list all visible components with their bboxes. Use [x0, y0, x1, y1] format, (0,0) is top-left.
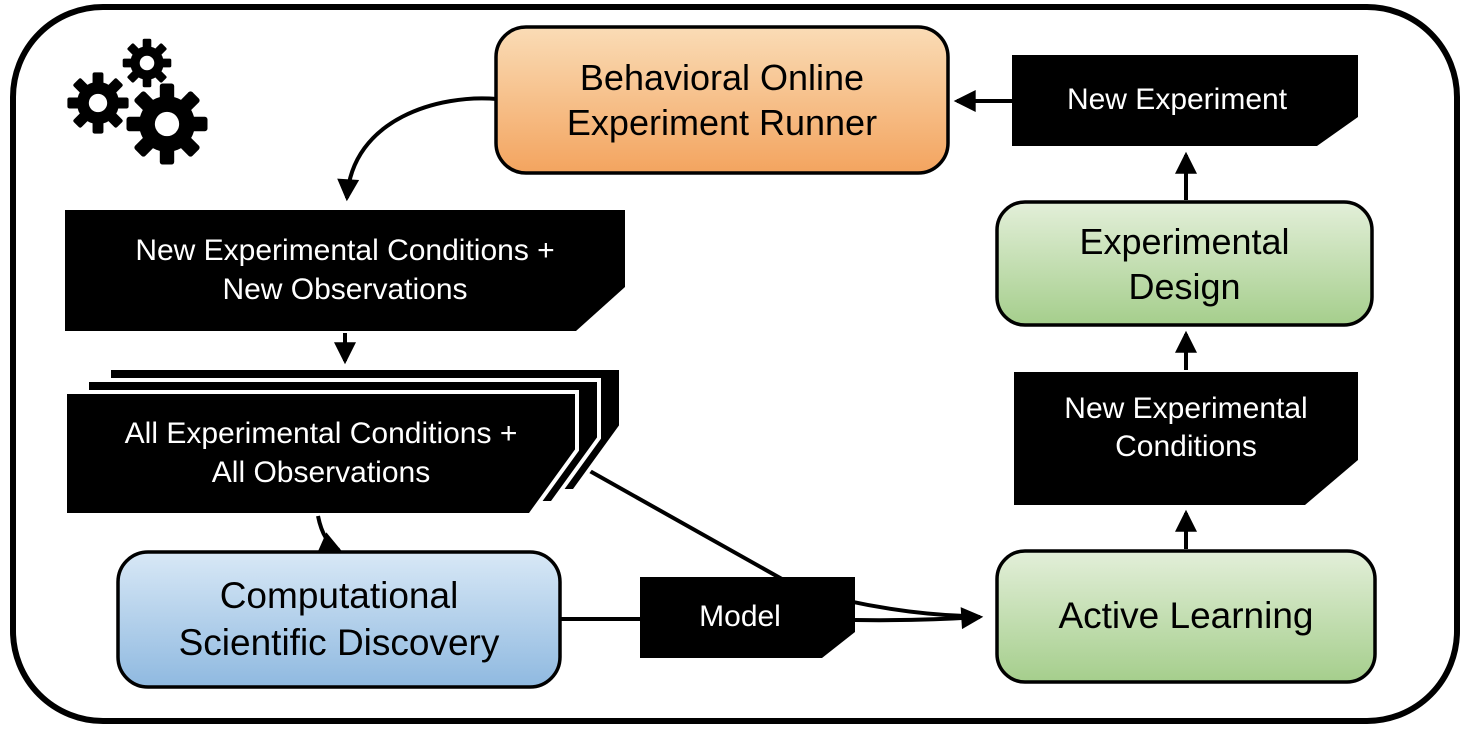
banner-new-experimental-conditions — [1014, 372, 1358, 505]
banner-new-experiment — [1012, 55, 1358, 146]
connector-data-to-active-learning — [587, 468, 806, 594]
banner-model — [640, 577, 855, 658]
box-active-learning — [995, 549, 1377, 684]
box-experimental-design — [995, 200, 1374, 327]
arrow-all-data-to-discovery — [316, 515, 343, 553]
banner-stack-layer-front — [63, 390, 579, 517]
arrow-model-to-active-learning — [854, 607, 984, 630]
connector-data-curve-to-active-learning — [799, 587, 966, 618]
arrow-runner-to-new-data — [337, 96, 498, 202]
banner-stack-all-data — [63, 366, 623, 517]
box-behavioral-online-experiment-runner — [494, 25, 950, 175]
outer-frame — [10, 4, 1460, 724]
box-computational-scientific-discovery — [116, 550, 562, 689]
banner-new-conditions-observations — [65, 210, 625, 331]
